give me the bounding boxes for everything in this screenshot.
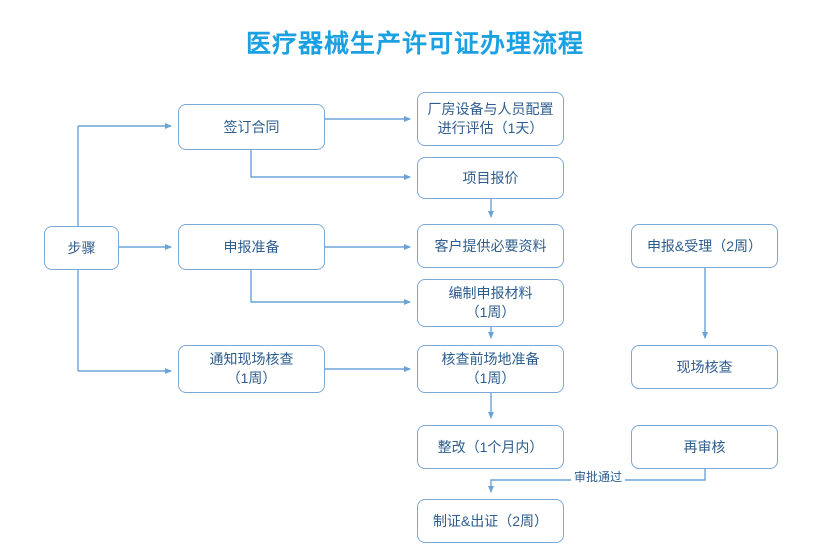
node-apply-and-acceptance[interactable]: 申报&受理（2周） xyxy=(631,224,778,268)
node-project-quote[interactable]: 项目报价 xyxy=(417,157,564,199)
node-onsite-inspection[interactable]: 现场核查 xyxy=(631,345,778,389)
edge-declare-prep-to-prepare-docs xyxy=(250,270,411,305)
node-site-preparation-before-inspection[interactable]: 核查前场地准备 （1周） xyxy=(417,345,564,393)
node-sign-contract[interactable]: 签订合同 xyxy=(178,104,325,150)
node-facility-equipment-evaluation[interactable]: 厂房设备与人员配置 进行评估（1天） xyxy=(417,92,564,146)
node-rectification[interactable]: 整改（1个月内） xyxy=(417,425,564,469)
node-prepare-declaration-materials[interactable]: 编制申报材料 （1周） xyxy=(417,279,564,327)
node-issue-certificate[interactable]: 制证&出证（2周） xyxy=(417,499,564,543)
node-declare-prep[interactable]: 申报准备 xyxy=(178,224,325,270)
edge-label-approval-passed: 审批通过 xyxy=(571,470,626,484)
node-client-provides-documents[interactable]: 客户提供必要资料 xyxy=(417,224,564,268)
edge-sign-contract-to-project-quote xyxy=(250,150,411,180)
node-steps[interactable]: 步骤 xyxy=(44,226,119,270)
page-title: 医疗器械生产许可证办理流程 xyxy=(245,30,584,58)
node-re-review[interactable]: 再审核 xyxy=(631,425,778,469)
node-notify-onsite-check[interactable]: 通知现场核查 （1周） xyxy=(178,345,325,393)
